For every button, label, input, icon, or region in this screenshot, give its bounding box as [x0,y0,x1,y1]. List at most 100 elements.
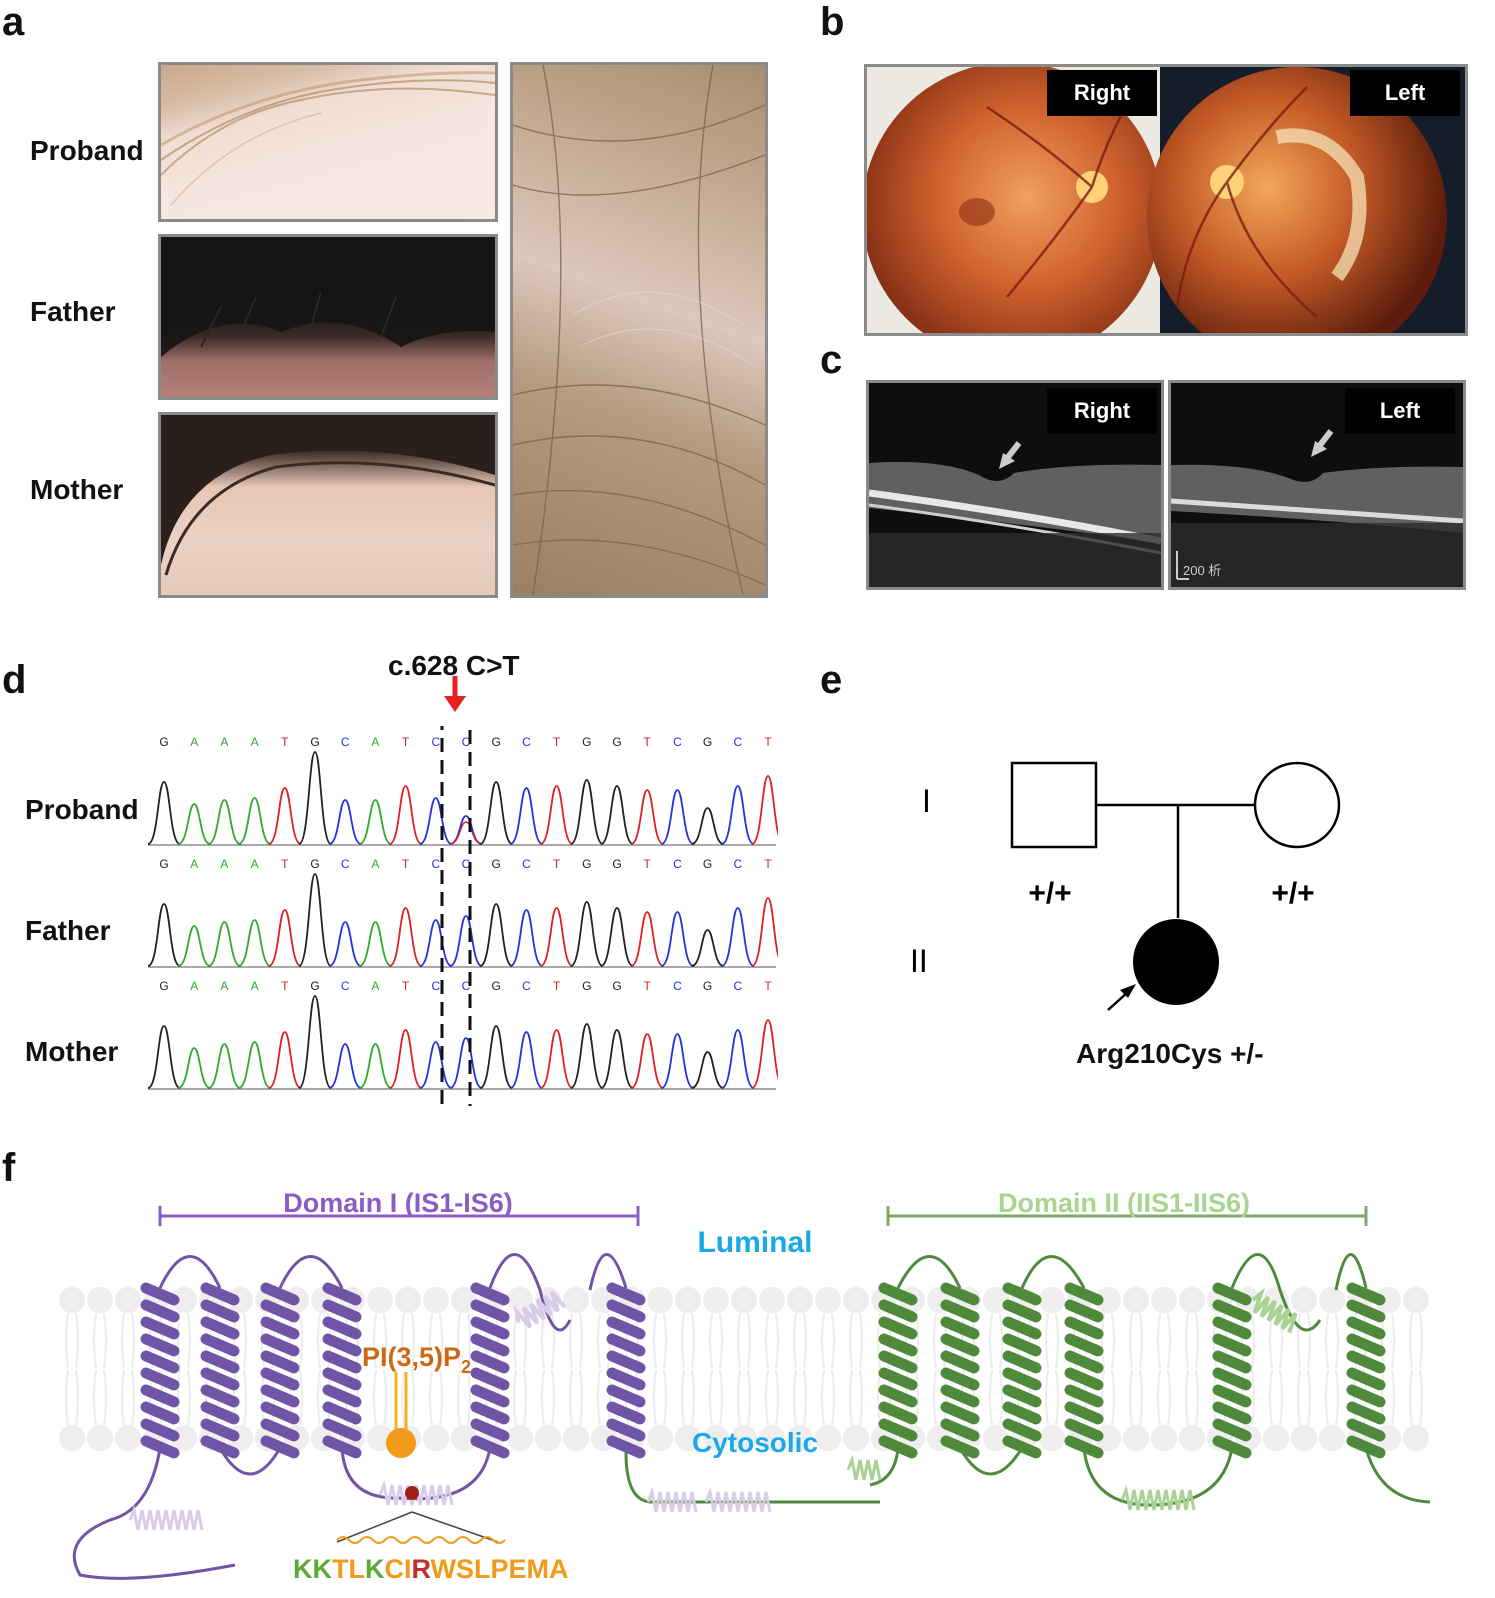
base-call-letter: C [462,735,471,749]
trace-peak [479,781,513,845]
base-call-letter: C [522,857,531,871]
trace-peak [419,1041,453,1089]
base-call-letter: T [764,979,772,993]
lipid-label-subscript: 2 [461,1357,471,1377]
trace-peak [751,1019,778,1089]
base-call-letter: G [703,735,712,749]
base-call-letter: G [310,735,319,749]
panel-label-f: f [2,1146,16,1190]
panel-label-e: e [820,658,843,702]
domain1-label: Domain I (IS1-IS6) [283,1188,513,1218]
domain2-helix-s3 [1002,1282,1042,1459]
base-call-letter: A [251,857,259,871]
base-call-letter: C [673,735,682,749]
trace-peak [600,1029,634,1089]
trace-peak [691,1051,724,1089]
base-call-letter: A [371,735,379,749]
sequence-segment: TL [332,1554,365,1584]
trace-peak [148,1025,181,1089]
base-call-letter: G [703,857,712,871]
trace-peak [570,779,604,845]
sequence-segment: WSLPEMA [431,1554,569,1584]
domain1-nterm-helix [128,1504,204,1531]
trace-peak [449,915,483,967]
base-call-letter: T [553,735,561,749]
panel-a-row-label-proband: Proband [30,135,144,166]
base-call-letter: G [159,979,168,993]
base-call-letter: A [190,735,198,749]
proband-scalp-closeup-photo [510,62,768,598]
base-call-letter: G [612,857,621,871]
panel-d-row-label-mother: Mother [25,1036,119,1067]
panel-label-a: a [2,0,25,44]
base-call-letter: G [310,979,319,993]
domain2-helix-s6 [1346,1282,1386,1459]
trace-peak [298,995,332,1089]
trace-peak [238,797,272,845]
generation-label-1: I [922,783,931,819]
sequence-bracket [336,1511,506,1544]
base-call-letter: T [281,857,289,871]
base-call-letter: G [159,857,168,871]
trace-peak [721,1029,755,1089]
trace-peak [509,787,543,845]
peptide-sequence: KKTLKCIRWSLPEMA [293,1554,569,1584]
mutation-highlight-box [440,726,472,1106]
mother-symbol [1253,761,1341,849]
base-call-letter: T [281,979,289,993]
lipid-headgroup [386,1372,419,1500]
sequence-segment: KK [293,1554,332,1584]
linker-helix-3 [846,1454,882,1481]
trace-peak [389,1029,423,1089]
base-call-letter: C [462,857,471,871]
base-call-letter: T [764,857,772,871]
father-symbol [1010,761,1098,849]
trace-peak [660,1033,694,1089]
trace-peak [751,775,778,845]
base-call-letter: G [582,735,591,749]
trace-peak [660,911,694,967]
fundus-right-eye-tag: Right [1047,70,1157,116]
mutation-label: c.628 C>T [388,650,520,681]
base-call-letter: T [553,979,561,993]
mother-hairline-photo [158,412,498,598]
trace-peak [570,901,604,967]
base-call-letter: C [431,735,440,749]
proband-symbol [1133,919,1219,1005]
domain1-bracket [158,1206,640,1226]
panel-d-row-label-father: Father [25,915,111,946]
domain2-helix-s4 [1064,1282,1104,1459]
trace-peak [389,907,423,967]
panel-label-c: c [820,338,843,382]
base-call-letter: C [673,979,682,993]
oct-left-eye-tag: Left [1345,388,1455,434]
panel-d-row-label-proband: Proband [25,794,139,825]
base-call-letter: T [402,979,410,993]
base-call-letter: G [492,979,501,993]
base-call-letter: C [431,979,440,993]
base-call-letter: G [492,735,501,749]
base-call-letter: A [220,857,228,871]
trace-peak [691,807,724,845]
base-call-letter: T [644,735,652,749]
trace-peak [600,907,634,967]
base-call-letter: G [582,979,591,993]
trace-peak [540,1029,574,1089]
domain1-helix-s2 [200,1282,240,1459]
panel-a-row-label-mother: Mother [30,474,124,505]
trace-peak [630,789,664,845]
trace-peak [207,799,241,845]
domain2-helix-s2 [940,1282,980,1459]
base-call-letter: A [251,735,259,749]
sequence-segment: K [365,1554,385,1584]
base-call-letter: T [764,735,772,749]
domain1-helix-s1 [140,1282,180,1459]
base-call-letter: C [522,979,531,993]
trace-peak [328,1043,362,1089]
trace-peak [419,919,453,967]
lipid-label-main: PI(3,5)P [362,1342,461,1372]
domain2-bracket [886,1206,1368,1226]
domain2-s4s5-helix [1120,1484,1196,1511]
base-call-letter: C [341,979,350,993]
